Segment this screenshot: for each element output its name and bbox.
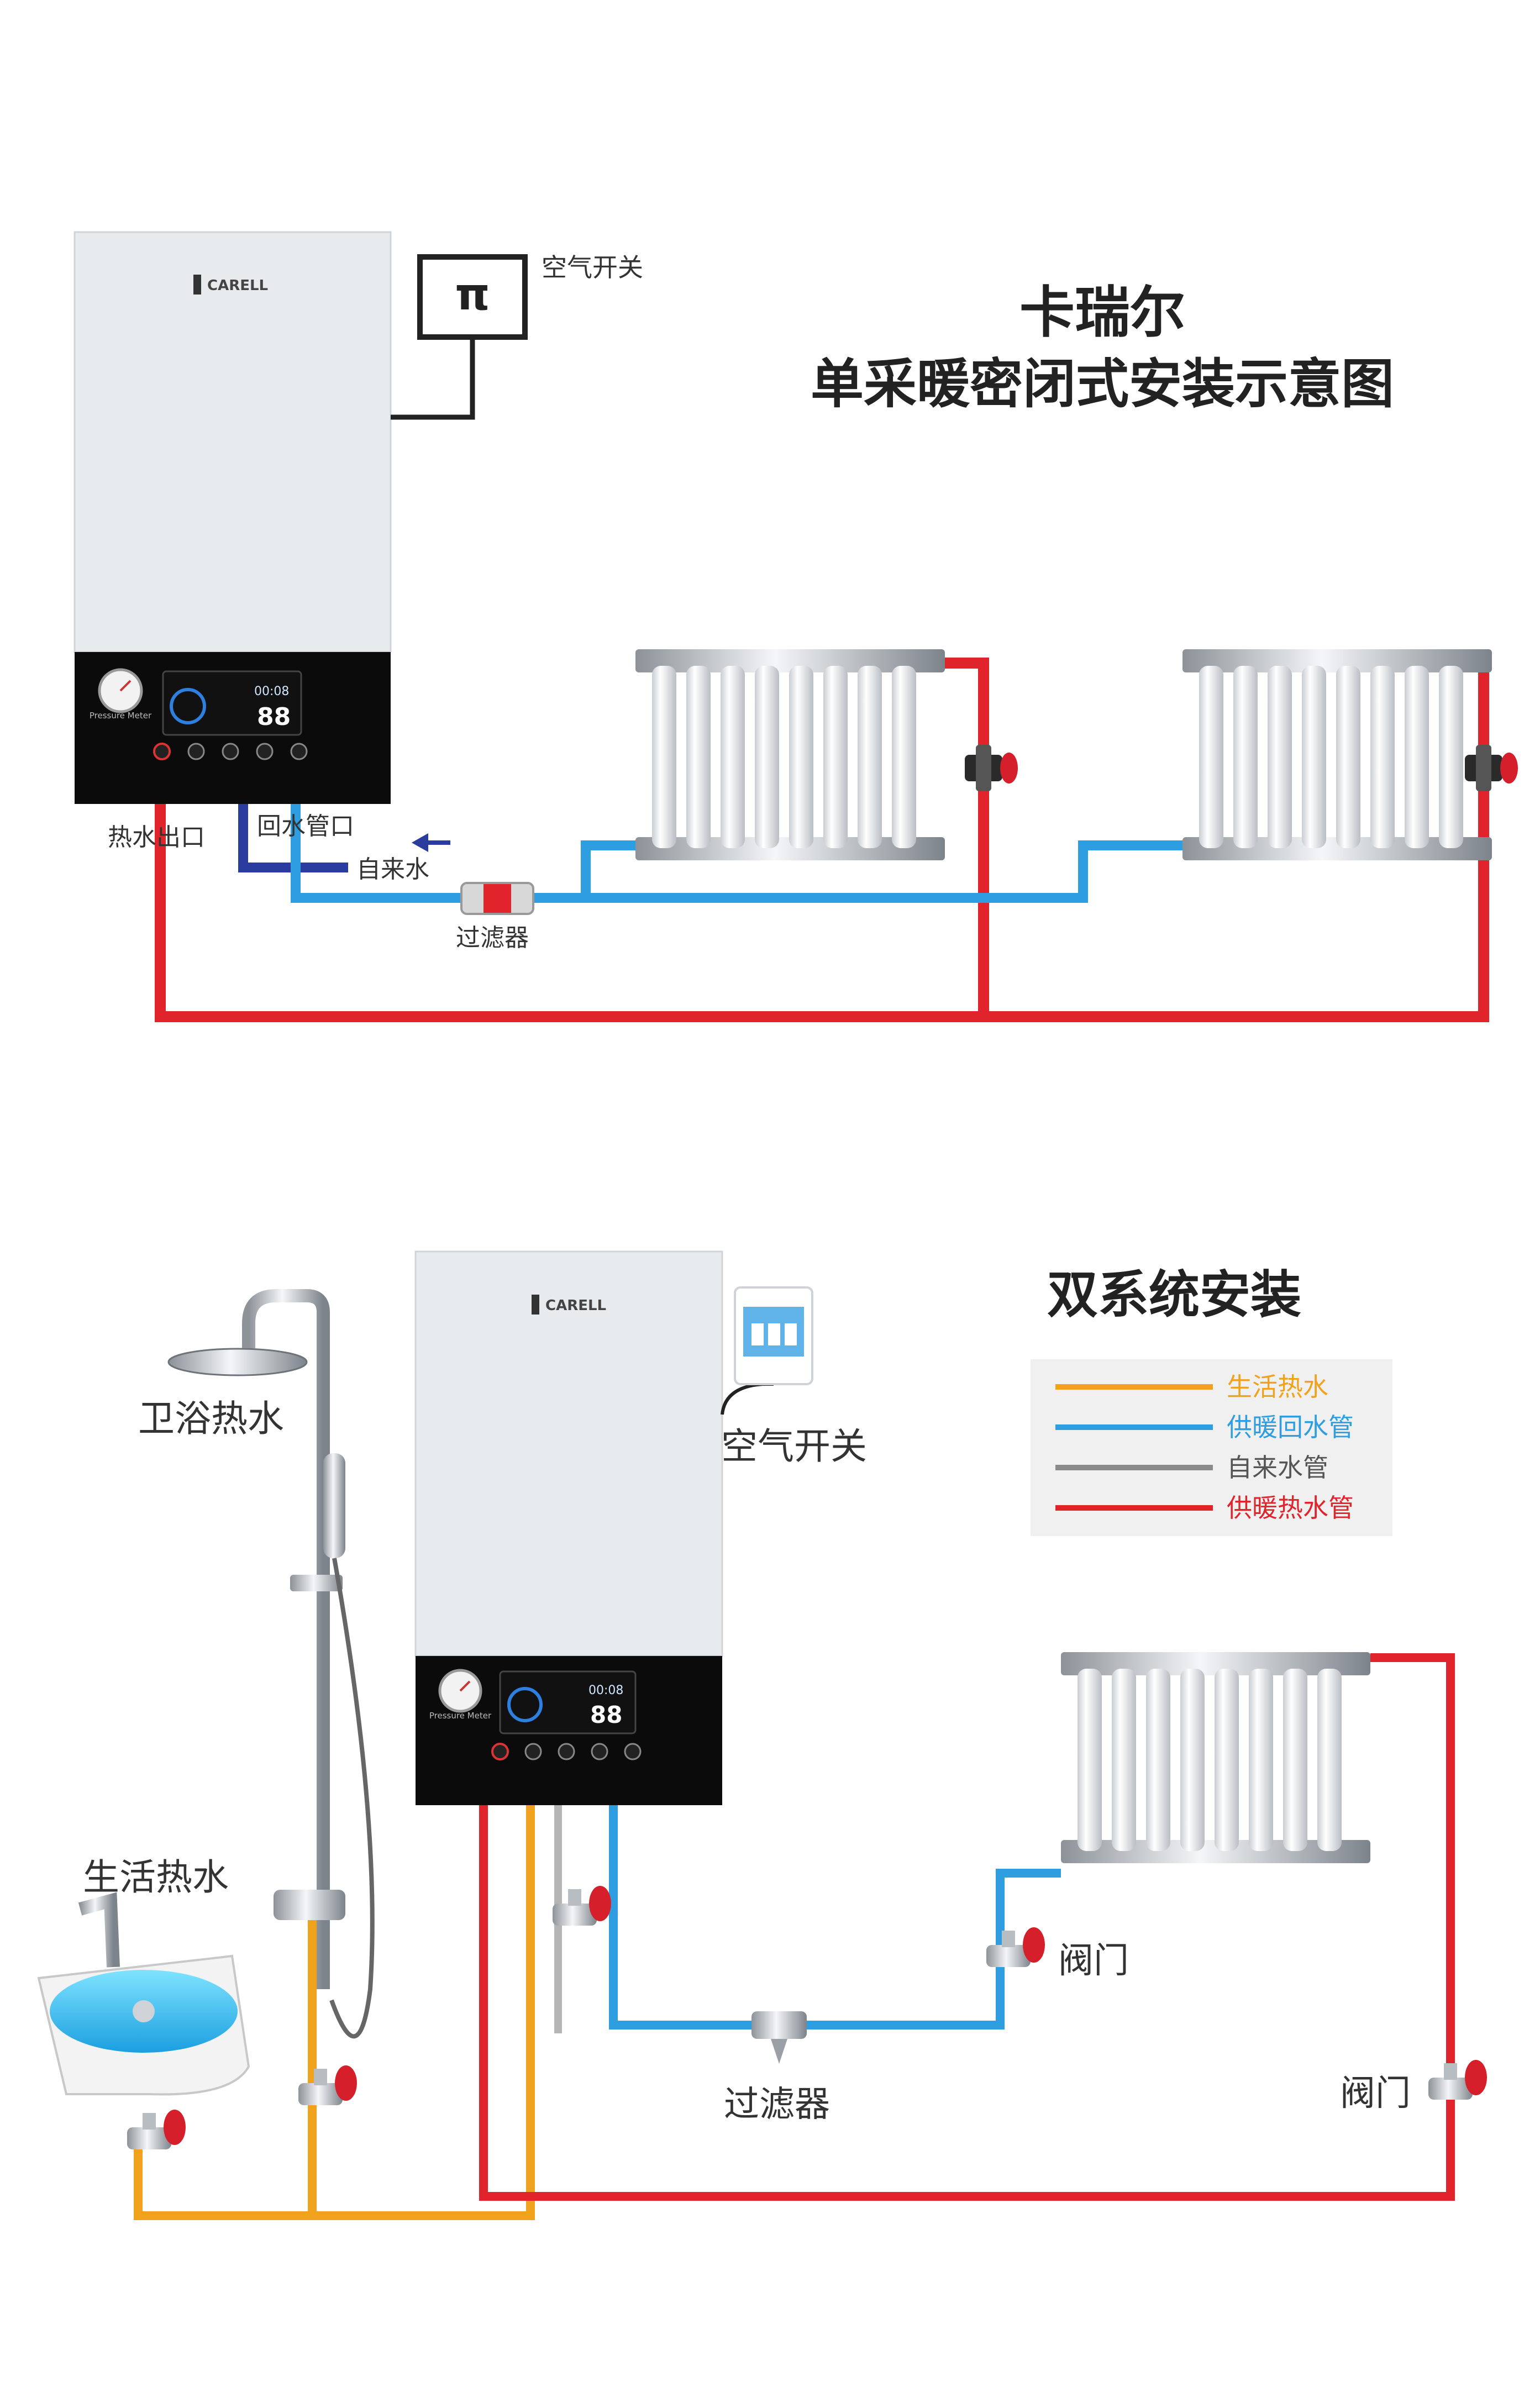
domestic-hot-pipes [134,1805,535,2220]
control-button[interactable] [624,1743,642,1760]
legend-heating-return: 供暖回水管 [1227,1412,1354,1442]
radiator-1 [635,649,945,860]
display-digits: 88 [590,1701,622,1728]
air-switch-1: π [391,254,528,420]
filter-icon [460,882,534,915]
control-button[interactable] [187,743,205,760]
brand-name: CARELL [545,1297,606,1314]
air-switch-2 [721,1286,813,1415]
label-air-switch: 空气开关 [542,253,643,282]
return-water-pipes [238,804,1185,903]
heating-return-pipes [609,1805,1061,2030]
tap-water-arrow-icon [412,833,450,852]
boiler-unit-2: CARELL Pressure Meter 00:08 88 [414,1250,723,1805]
valve-icon [1465,745,1518,791]
legend-domestic-hot: 生活热水 [1227,1372,1328,1402]
control-display: 00:08 88 [162,670,302,736]
control-button[interactable] [558,1743,575,1760]
valve-icon [965,745,1018,791]
control-display: 00:08 88 [499,1670,637,1734]
control-button[interactable] [524,1743,542,1760]
legend-heating-hot: 供暖热水管 [1227,1493,1354,1523]
heating-hot-pipes [479,1653,1455,2201]
gauge-label: Pressure Meter [429,1711,492,1721]
switch-icon: π [455,269,490,320]
label-domestic-hot: 生活热水 [83,1856,229,1899]
brand-name: CARELL [207,277,268,294]
sink-icon [37,1892,250,2096]
label-filter: 过滤器 [724,2084,830,2125]
brand-logo: CARELL [193,275,268,295]
control-button[interactable] [591,1743,608,1760]
gauge-label: Pressure Meter [90,711,152,721]
display-clock: 00:08 [254,685,289,698]
pipe-legend: 生活热水 供暖回水管 自来水管 供暖热水管 [1031,1359,1392,1536]
brand-logo: CARELL [532,1295,606,1315]
control-button[interactable] [256,743,274,760]
valve-icon [986,1927,1045,1967]
shower-icon [167,1289,375,2039]
radiator-3 [1061,1652,1370,1863]
power-button[interactable] [491,1743,509,1760]
valve-icon [298,2065,357,2105]
display-clock: 00:08 [588,1684,623,1697]
valve-icon [1428,2060,1487,2100]
boiler-unit-1: CARELL Pressure Meter 00:08 88 [73,231,392,804]
pressure-gauge-icon [438,1669,482,1713]
label-valve: 阀门 [1340,2073,1411,2114]
section-1-single-heating: 卡瑞尔 单采暖密闭式安装示意图 CARELL Pressure Meter 00… [73,231,1518,1022]
label-valve: 阀门 [1058,1941,1129,1981]
legend-tap-water: 自来水管 [1227,1453,1328,1482]
label-hot-outlet: 热水出口 [108,823,205,851]
label-filter: 过滤器 [456,924,529,952]
brand-title: 卡瑞尔 [1019,280,1185,345]
control-button[interactable] [290,743,308,760]
label-air-switch: 空气开关 [721,1425,867,1468]
filter-icon [751,2011,807,2064]
display-digits: 88 [257,703,291,731]
label-bath-hot: 卫浴热水 [138,1397,284,1440]
section-title: 双系统安装 [1047,1265,1301,1324]
control-button[interactable] [222,743,239,760]
radiator-2 [1182,649,1492,860]
label-tap-water: 自来水 [356,855,429,884]
valve-icon [127,2110,186,2149]
label-return-port: 回水管口 [257,812,354,840]
section-2-dual-system: 双系统安装 生活热水 供暖回水管 自来水管 供暖热水管 CARELL [37,1250,1487,2220]
pressure-gauge-icon [98,668,143,713]
power-button[interactable] [153,743,171,760]
diagram-title: 单采暖密闭式安装示意图 [811,353,1394,415]
